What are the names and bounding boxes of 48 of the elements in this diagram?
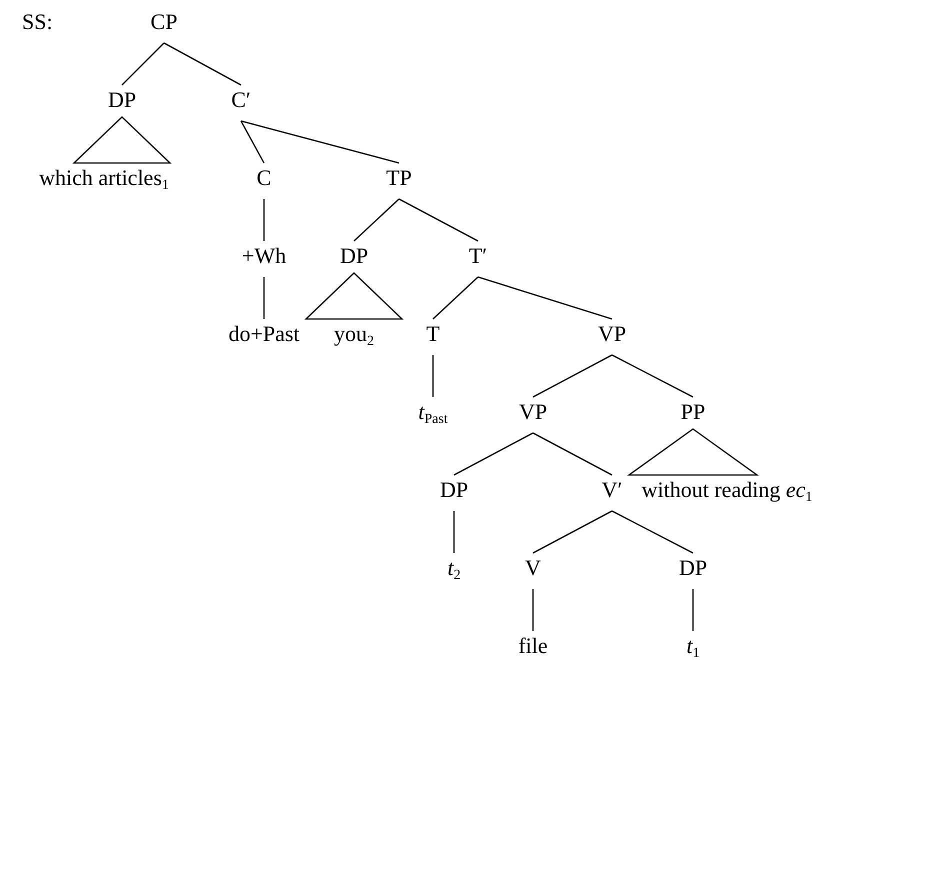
tree-node-label: DP [108, 87, 136, 113]
triangle-branch [626, 428, 760, 476]
tree-node-label: t$_{2}$ [447, 555, 461, 581]
branch-line [432, 355, 434, 397]
branch-line [532, 354, 612, 398]
tree-node-label: T [426, 321, 440, 347]
branch-line [263, 199, 265, 241]
tree-node-label: T′ [468, 243, 488, 269]
structure-label: SS: [22, 9, 53, 35]
tree-node-label: V [525, 555, 541, 581]
tree-node-label: t$_{Past}$ [418, 399, 448, 425]
tree-node-label: PP [680, 399, 706, 425]
tree-node-label: without reading ec$_{1}$ [642, 477, 812, 503]
tree-node-label: VP [598, 321, 626, 347]
branch-line [164, 42, 242, 86]
triangle-branch [304, 272, 404, 320]
branch-line [532, 432, 612, 476]
tree-node-label: +Wh [242, 243, 286, 269]
branch-line [432, 276, 478, 320]
tree-node-label: DP [440, 477, 468, 503]
tree-node-label: C [256, 165, 272, 191]
tree-node-label: do+Past [228, 321, 300, 347]
triangle-branch [72, 116, 172, 164]
tree-node-label: TP [386, 165, 412, 191]
branch-line [478, 276, 612, 320]
branch-line [454, 432, 534, 476]
branch-line [122, 42, 164, 86]
tree-node-label: t$_{1}$ [686, 633, 700, 659]
branch-line [398, 198, 478, 242]
branch-line [612, 354, 694, 398]
branch-line [263, 277, 265, 319]
branch-line [532, 510, 612, 554]
tree-node-label: which articles$_{1}$ [39, 165, 169, 191]
branch-line [453, 511, 455, 553]
branch-line [240, 120, 265, 164]
tree-node-label: you$_{2}$ [334, 321, 374, 347]
branch-line [532, 589, 534, 631]
branch-line [354, 198, 400, 242]
tree-node-label: CP [150, 9, 178, 35]
tree-node-label: DP [678, 555, 708, 581]
branch-line [612, 510, 694, 554]
tree-node-label: file [518, 633, 548, 659]
tree-node-label: DP [340, 243, 368, 269]
tree-node-label: VP [518, 399, 548, 425]
branch-line [692, 589, 694, 631]
branch-line [240, 120, 400, 164]
tree-node-label: C′ [231, 87, 251, 113]
tree-node-label: V′ [602, 477, 622, 503]
